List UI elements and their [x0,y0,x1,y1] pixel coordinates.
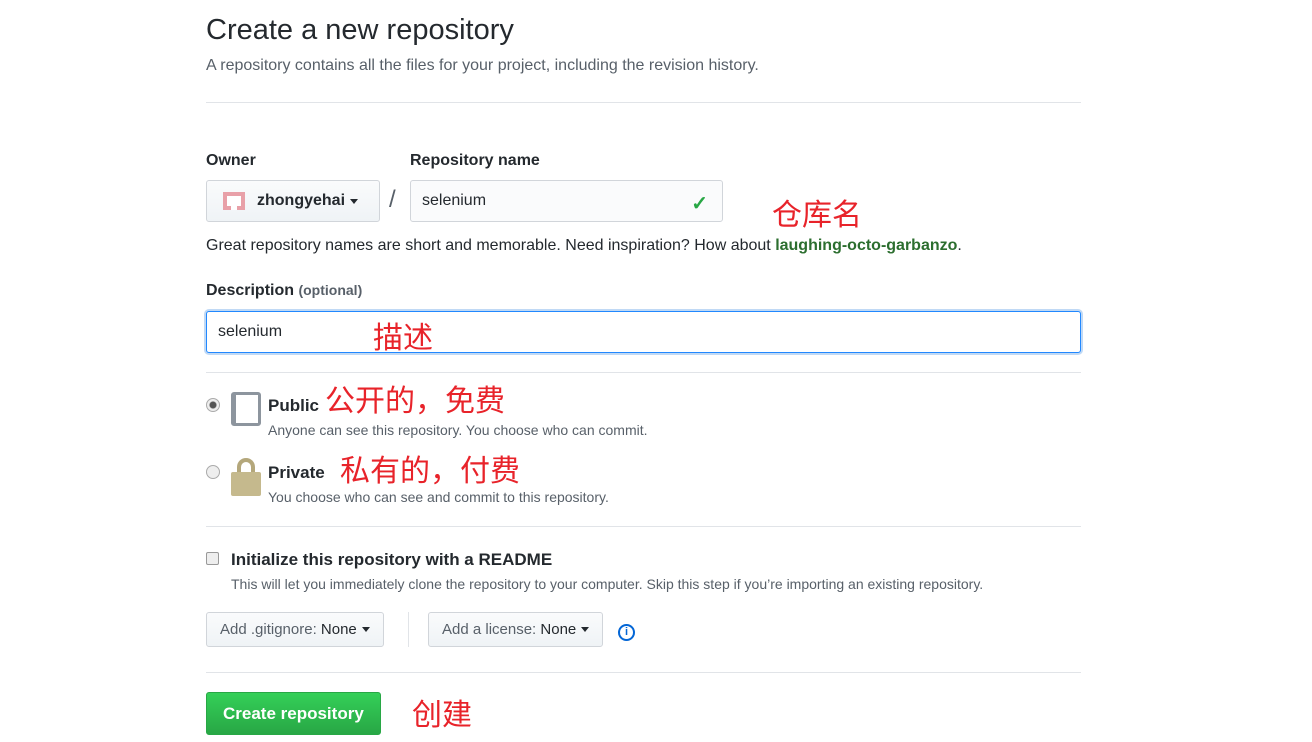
annotation-private: 私有的，付费 [340,454,520,489]
info-icon[interactable]: i [618,624,635,641]
caret-down-icon [361,627,370,632]
page-title: Create a new repository [206,14,514,46]
annotation-repo: 仓库名 [772,198,862,233]
check-icon: ✓ [691,193,708,215]
slash-separator: / [389,186,396,213]
public-radio[interactable] [206,398,220,412]
name-suggestion[interactable]: laughing-octo-garbanzo [775,237,958,254]
description-input[interactable]: selenium [206,311,1081,353]
repo-name-input[interactable]: selenium ✓ [410,180,723,222]
annotation-create: 创建 [412,698,472,733]
private-label[interactable]: Private [268,463,325,482]
name-hint: Great repository names are short and mem… [206,237,962,254]
owner-name: zhongyehai [257,192,346,209]
owner-label: Owner [206,152,256,169]
readme-label[interactable]: Initialize this repository with a README [231,550,553,569]
public-note: Anyone can see this repository. You choo… [268,422,648,438]
annotation-public: 公开的，免费 [325,384,505,419]
description-value: selenium [218,323,283,340]
lock-icon [231,458,261,496]
caret-down-icon [581,627,590,632]
public-label[interactable]: Public [268,396,320,415]
repo-name-value: selenium [422,192,487,209]
owner-dropdown[interactable]: zhongyehai [206,180,380,222]
caret-down-icon [350,198,359,204]
private-radio[interactable] [206,465,220,479]
license-dropdown[interactable]: Add a license: None [428,612,604,647]
divider [206,526,1081,527]
repo-name-label: Repository name [410,152,540,169]
readme-checkbox[interactable] [206,552,219,565]
readme-note: This will let you immediately clone the … [231,576,984,592]
annotation-desc: 描述 [373,321,433,356]
divider [408,612,409,647]
description-label: Description (optional) [206,282,363,299]
gitignore-dropdown[interactable]: Add .gitignore: None [206,612,384,647]
divider [206,102,1081,103]
owner-avatar [223,192,245,210]
page-subtitle: A repository contains all the files for … [206,57,759,74]
divider [206,672,1081,673]
create-repository-button[interactable]: Create repository [206,692,381,735]
private-note: You choose who can see and commit to thi… [268,489,609,505]
divider [206,372,1081,373]
book-icon [231,392,261,426]
